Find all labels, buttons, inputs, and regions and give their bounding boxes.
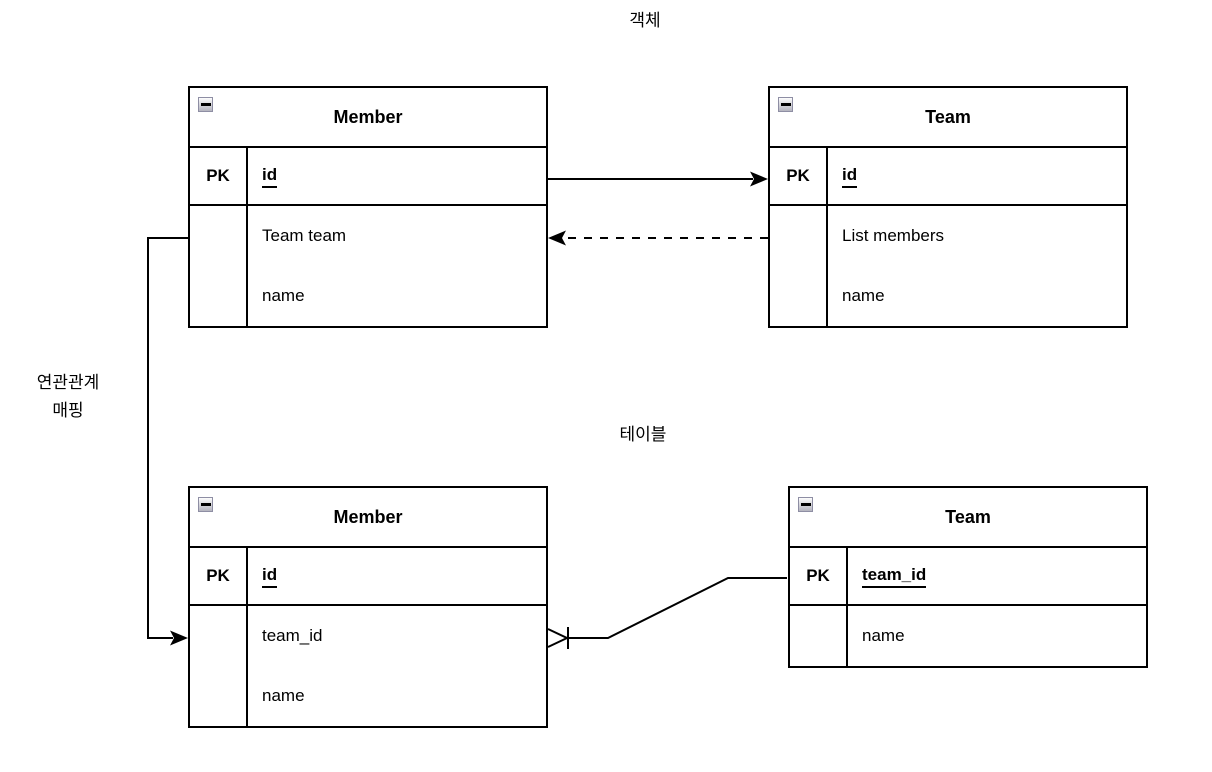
- pk-key-cell: PK: [770, 148, 828, 204]
- attribute: name: [862, 626, 905, 645]
- attribute: name: [262, 686, 305, 705]
- pk-row: PK id: [190, 548, 546, 606]
- entity-team-table: Team PK team_id name: [788, 486, 1148, 668]
- pk-field-name: id: [262, 565, 278, 588]
- collapse-minus-icon[interactable]: [798, 497, 813, 512]
- edge-member-to-team-solid: [548, 171, 768, 187]
- entity-title: Member: [333, 106, 403, 127]
- attributes-key-cell: [190, 606, 248, 726]
- pk-key-cell: PK: [190, 148, 248, 204]
- entity-member-table: Member PK id team_id name: [188, 486, 548, 728]
- pk-key-cell: PK: [790, 548, 848, 604]
- collapse-minus-icon[interactable]: [198, 497, 213, 512]
- pk-row: PK id: [770, 148, 1126, 206]
- entity-title: Member: [333, 506, 403, 527]
- pk-field-cell: id: [248, 148, 546, 204]
- section-label-object: 객체: [629, 11, 661, 30]
- entity-header: Member: [190, 88, 546, 148]
- attributes-key-cell: [190, 206, 248, 326]
- attribute: Team team: [262, 226, 347, 245]
- attributes-key-cell: [790, 606, 848, 666]
- pk-field-cell: id: [828, 148, 1126, 204]
- attributes-list: team_id name: [248, 606, 546, 726]
- edge-foreign-key-crowsfoot: [547, 577, 787, 649]
- pk-row: PK id: [190, 148, 546, 206]
- edge-team-to-member-dashed: [548, 230, 768, 246]
- pk-field-name: team_id: [862, 565, 927, 588]
- entity-header: Member: [190, 488, 546, 548]
- section-label-association-mapping: 연관관계 매핑: [36, 373, 100, 420]
- attribute: name: [262, 286, 305, 305]
- pk-key-cell: PK: [190, 548, 248, 604]
- attributes-row: List members name: [770, 206, 1126, 326]
- attribute: team_id: [262, 626, 323, 645]
- entity-title: Team: [945, 506, 991, 527]
- entity-member-object: Member PK id Team team name: [188, 86, 548, 328]
- pk-field-cell: id: [248, 548, 546, 604]
- pk-field-name: id: [842, 165, 858, 188]
- pk-field-name: id: [262, 165, 278, 188]
- pk-row: PK team_id: [790, 548, 1146, 606]
- attribute: name: [842, 286, 885, 305]
- attribute: List members: [842, 226, 945, 245]
- entity-header: Team: [770, 88, 1126, 148]
- section-label-table: 테이블: [619, 425, 667, 444]
- entity-team-object: Team PK id List members name: [768, 86, 1128, 328]
- attributes-list: List members name: [828, 206, 1126, 326]
- attributes-list: Team team name: [248, 206, 546, 326]
- attributes-row: team_id name: [190, 606, 546, 726]
- entity-header: Team: [790, 488, 1146, 548]
- collapse-minus-icon[interactable]: [778, 97, 793, 112]
- attributes-row: name: [790, 606, 1146, 666]
- pk-field-cell: team_id: [848, 548, 1146, 604]
- attributes-list: name: [848, 606, 1146, 666]
- entity-title: Team: [925, 106, 971, 127]
- edge-association-mapping: [147, 237, 188, 646]
- collapse-minus-icon[interactable]: [198, 97, 213, 112]
- attributes-row: Team team name: [190, 206, 546, 326]
- attributes-key-cell: [770, 206, 828, 326]
